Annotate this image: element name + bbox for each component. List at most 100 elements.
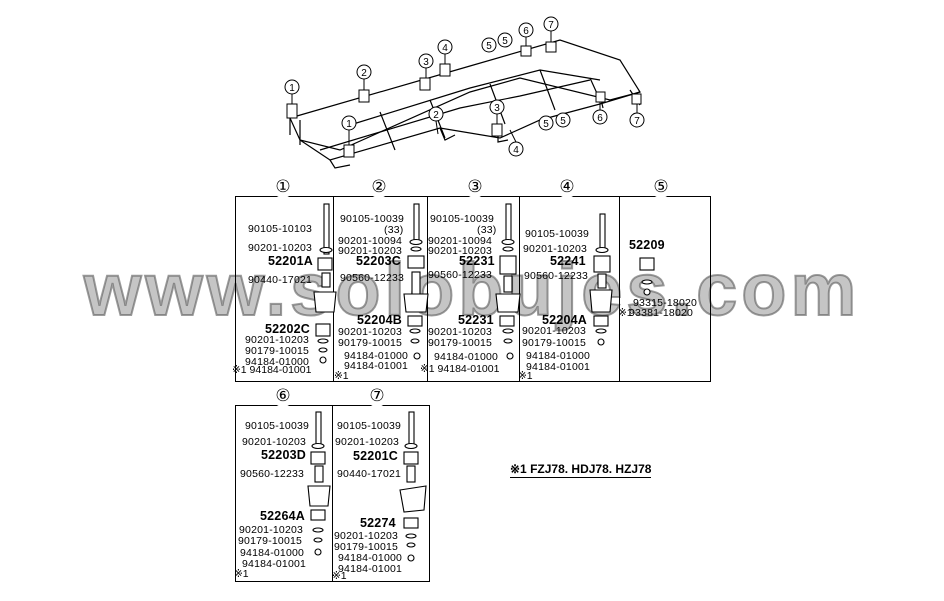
part-label: (33): [384, 224, 404, 236]
part-label: 90201-10094: [338, 235, 403, 247]
column-number-7: ⑦: [366, 385, 388, 407]
callout-2b: 2: [428, 106, 444, 135]
svg-text:5: 5: [560, 116, 566, 127]
model-legend: ※1 FZJ78. HDJ78. HZJ78: [510, 462, 652, 478]
variant-note: ※1: [332, 570, 347, 582]
svg-text:3: 3: [494, 103, 500, 114]
part-label: 94184-01000: [434, 351, 499, 363]
part-label: 90179-10015: [522, 337, 587, 349]
variant-note: ※1: [518, 370, 533, 382]
part-label: 90105-10039: [337, 420, 402, 432]
callout-2a: 2: [356, 64, 372, 92]
part-label: 94184-01000: [245, 356, 310, 368]
part-label: (33): [477, 224, 497, 236]
callout-7a: 7: [543, 16, 559, 44]
svg-text:5: 5: [502, 36, 508, 47]
part-label: 52241: [550, 254, 586, 268]
column-number-4: ④: [556, 176, 578, 198]
part-label: 90179-10015: [245, 345, 310, 357]
callout-5b: 5: [497, 32, 513, 48]
svg-text:5: 5: [543, 119, 549, 130]
part-label: 90201-10203: [334, 530, 399, 542]
callout-3a: 3: [418, 53, 434, 80]
part-label: 90105-10039: [430, 213, 495, 225]
part-label: 94184-01001: [344, 360, 409, 372]
svg-text:2: 2: [361, 68, 367, 79]
part-label: 94184-01001: [242, 558, 307, 570]
part-label: 94184-01000: [526, 350, 591, 362]
column-number-3: ③: [464, 176, 486, 198]
part-label: 52231: [458, 313, 494, 327]
part-label: 90201-10203: [242, 436, 307, 448]
part-label: 90201-10203: [428, 326, 493, 338]
part-label: 94184-01001: [338, 563, 403, 575]
part-label: 90560-12233: [524, 270, 589, 282]
part-label: 52204A: [542, 313, 587, 327]
part-label: 90560-12233: [428, 269, 493, 281]
part-label: 52264A: [260, 509, 305, 523]
part-label: 90201-10094: [428, 235, 493, 247]
part-label: 52204B: [357, 313, 402, 327]
part-label: 90201-10203: [335, 436, 400, 448]
part-label: 90201-10203: [239, 524, 304, 536]
callout-1a: 1: [284, 79, 300, 108]
callout-4b: 4: [508, 129, 524, 157]
svg-text:6: 6: [523, 26, 529, 37]
column-number-6: ⑥: [272, 385, 294, 407]
variant-note: ※1: [234, 568, 249, 580]
part-label: 52231: [459, 254, 495, 268]
svg-text:7: 7: [548, 20, 554, 31]
callout-5c: 5: [538, 115, 554, 131]
svg-text:4: 4: [442, 43, 448, 54]
part-label: 90560-12233: [240, 468, 305, 480]
part-label: 52202C: [265, 322, 310, 336]
svg-text:1: 1: [346, 119, 352, 130]
variant-note: ※1: [618, 307, 633, 319]
part-label: 90201-10203: [428, 245, 493, 257]
part-label: 90201-10203: [338, 245, 403, 257]
part-label: 93315-18020: [633, 297, 698, 309]
part-label: 52203C: [356, 254, 401, 268]
part-label: 90105-10103: [248, 223, 313, 235]
part-label: 90179-10015: [338, 337, 403, 349]
svg-text:5: 5: [486, 41, 492, 52]
part-label: 90201-10203: [523, 243, 588, 255]
part-label: 52209: [629, 238, 665, 252]
callout-5a: 5: [481, 37, 497, 53]
part-label: 94184-01000: [338, 552, 403, 564]
svg-text:2: 2: [433, 110, 439, 121]
part-label: 90179-10015: [334, 541, 399, 553]
callout-5d: 5: [555, 112, 571, 128]
part-label: 90105-10039: [340, 213, 405, 225]
column-number-1: ①: [272, 176, 294, 198]
part-label: 90201-10203: [245, 334, 310, 346]
svg-text:4: 4: [513, 145, 519, 156]
part-label: 52201A: [268, 254, 313, 268]
callout-3b: 3: [489, 99, 505, 126]
part-label: 94184-01000: [344, 350, 409, 362]
part-label: 90201-10203: [522, 325, 587, 337]
column-number-2: ②: [368, 176, 390, 198]
callout-4a: 4: [437, 39, 453, 66]
svg-text:3: 3: [423, 57, 429, 68]
svg-text:7: 7: [634, 116, 640, 127]
variant-note: ※1 94184-01001: [420, 363, 500, 375]
parts-panel-lower: [235, 405, 430, 582]
part-label: 93381-18020: [629, 307, 694, 319]
part-label: 52201C: [353, 449, 398, 463]
part-label: 94184-01000: [240, 547, 305, 559]
column-number-5: ⑤: [650, 176, 672, 198]
part-label: 90179-10015: [238, 535, 303, 547]
variant-note: ※1 94184-01001: [232, 364, 312, 376]
part-label: 90105-10039: [245, 420, 310, 432]
part-label: 52203D: [261, 448, 306, 462]
svg-text:6: 6: [597, 113, 603, 124]
part-label: 94184-01001: [526, 361, 591, 373]
part-label: 90440-17021: [248, 274, 313, 286]
part-label: 90560-12233: [340, 272, 405, 284]
part-label: 52274: [360, 516, 396, 530]
svg-text:1: 1: [289, 83, 295, 94]
part-label: 90201-10203: [248, 242, 313, 254]
